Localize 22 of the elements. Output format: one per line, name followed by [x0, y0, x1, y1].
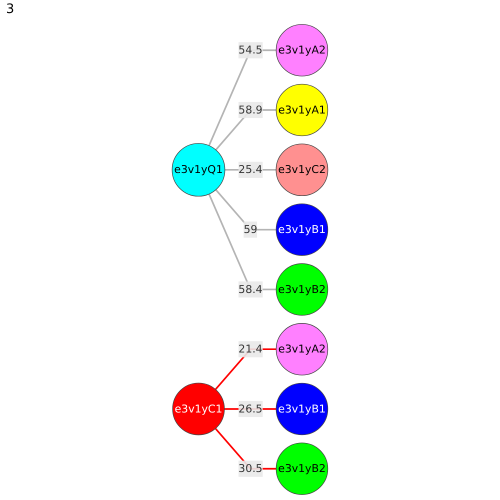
edge-label: 26.5 [238, 402, 263, 416]
connector [208, 194, 276, 290]
edge-label: 54.5 [238, 43, 263, 56]
node-circle: e3v1yB1 [276, 382, 328, 436]
node-circle: e3v1yC1 [172, 382, 225, 436]
node-circle: e3v1yA2 [276, 24, 328, 76]
edge-label: 58.9 [238, 103, 263, 116]
node-circle: e3v1yA2 [276, 323, 328, 376]
edge-label: 21.4 [238, 342, 263, 356]
node-circle: e3v1yB1 [276, 204, 328, 256]
node-circle: e3v1yA1 [276, 84, 328, 136]
edge-label: 25.4 [238, 163, 263, 176]
connector [215, 189, 276, 231]
edge-label: 30.5 [238, 462, 263, 475]
node-circle: e3v1yQ1 [172, 143, 226, 197]
node-circle: e3v1yB2 [276, 263, 328, 316]
node-circle: e3v1yB2 [276, 442, 328, 495]
edge-label: 58.4 [238, 282, 263, 296]
node-circle: e3v1yC2 [276, 144, 328, 196]
label-text: 3 [6, 2, 14, 17]
edge-label: 59 [244, 222, 258, 236]
connector [208, 49, 276, 146]
